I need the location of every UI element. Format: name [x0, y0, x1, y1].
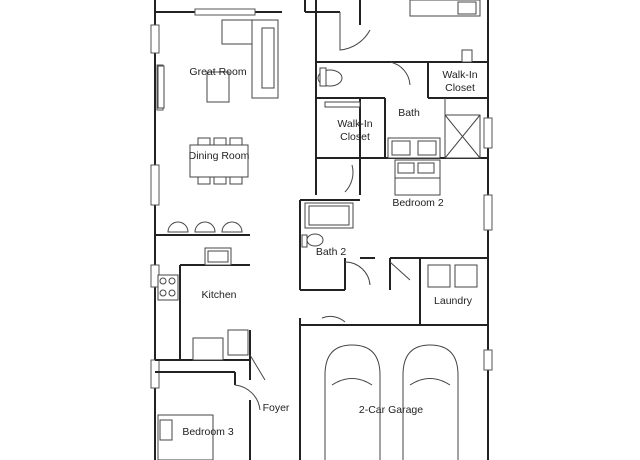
- bath-2-fixtures: [301, 202, 354, 248]
- garage-cars: [324, 344, 459, 460]
- kitchen-fixtures: [157, 221, 249, 361]
- doors: [234, 12, 446, 411]
- bedroom-3-furniture: [157, 414, 214, 460]
- label-foyer: Foyer: [263, 402, 290, 414]
- label-dining-room: Dining Room: [189, 150, 250, 162]
- master-suite-fixtures: [317, 0, 481, 159]
- laundry-fixtures: [427, 264, 478, 288]
- label-garage: 2-Car Garage: [359, 404, 423, 416]
- great-room-furniture: [157, 19, 279, 109]
- label-line: Walk-In: [337, 118, 372, 130]
- label-great-room: Great Room: [189, 66, 246, 78]
- room-labels: Great Room Dining Room Kitchen Foyer Bed…: [182, 66, 477, 438]
- label-line: Closet: [445, 82, 475, 94]
- label-line: Walk-In: [442, 69, 477, 81]
- dining-furniture: [189, 137, 249, 185]
- label-kitchen: Kitchen: [201, 289, 236, 301]
- label-bedroom-3: Bedroom 3: [182, 426, 234, 438]
- label-bath: Bath: [398, 107, 420, 119]
- label-laundry: Laundry: [434, 295, 473, 307]
- label-bedroom-2: Bedroom 2: [392, 197, 444, 209]
- label-line: Closet: [340, 131, 370, 143]
- label-bath-2: Bath 2: [316, 246, 347, 258]
- bedroom-2-furniture: [394, 159, 441, 196]
